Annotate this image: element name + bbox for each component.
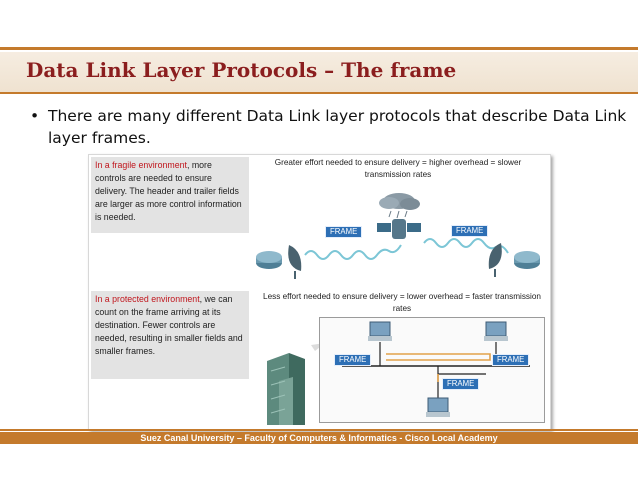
slide-title: Data Link Layer Protocols – The frame bbox=[26, 58, 457, 82]
footer-band bbox=[0, 432, 638, 444]
router-icon bbox=[256, 251, 282, 269]
protected-caption-line2: rates bbox=[392, 304, 412, 313]
fragile-caption-line2: transmission rates bbox=[364, 170, 432, 179]
top-rule bbox=[0, 47, 638, 50]
fragile-caption: Greater effort needed to ensure delivery… bbox=[267, 157, 529, 181]
protected-note: In a protected environment, we can count… bbox=[91, 291, 249, 379]
bullet-point: • There are many different Data Link laye… bbox=[30, 105, 638, 149]
satellite-dish-icon bbox=[488, 243, 502, 277]
bullet-text: There are many different Data Link layer… bbox=[48, 107, 627, 147]
protected-highlight: In a protected environment bbox=[95, 294, 200, 304]
frame-label-protected-right: FRAME bbox=[492, 354, 530, 366]
fragile-text: , more controls are needed to ensure del… bbox=[95, 160, 242, 222]
protected-caption: Less effort needed to ensure delivery = … bbox=[257, 291, 547, 315]
fragile-caption-line1: Greater effort needed to ensure delivery… bbox=[274, 158, 522, 167]
footer-rule bbox=[0, 429, 638, 431]
title-band bbox=[0, 52, 638, 92]
frame-flow-line bbox=[386, 353, 491, 361]
frame-label-fragile-right: FRAME bbox=[451, 225, 489, 237]
frame-label-protected-bottom: FRAME bbox=[442, 378, 480, 390]
lan-panel: FRAME FRAME FRAME bbox=[319, 317, 545, 423]
protected-caption-line1: Less effort needed to ensure delivery = … bbox=[263, 292, 541, 301]
frame-label-protected-left: FRAME bbox=[334, 354, 372, 366]
wireless-signal-left bbox=[304, 244, 402, 260]
protected-text: , we can count on the frame arriving at … bbox=[95, 294, 243, 356]
fragile-note: In a fragile environment, more controls … bbox=[91, 157, 249, 233]
bullet-dot: • bbox=[30, 107, 40, 125]
storm-cloud-icon bbox=[379, 193, 420, 219]
computer-icon bbox=[368, 321, 392, 341]
building-icon bbox=[267, 353, 305, 425]
frame-diagram: In a fragile environment, more controls … bbox=[88, 154, 551, 430]
computer-icon bbox=[426, 397, 450, 417]
slide-footer: Suez Canal University – Faculty of Compu… bbox=[140, 433, 498, 443]
computer-icon bbox=[484, 321, 508, 341]
satellite-dish-icon bbox=[288, 245, 302, 279]
title-rule bbox=[0, 92, 638, 94]
fragile-highlight: In a fragile environment bbox=[95, 160, 187, 170]
satellite-icon bbox=[377, 219, 421, 239]
frame-label-fragile-left: FRAME bbox=[325, 226, 363, 238]
router-icon bbox=[514, 251, 540, 269]
wireless-link-diagram bbox=[256, 193, 540, 279]
lan-diagram bbox=[342, 321, 530, 417]
